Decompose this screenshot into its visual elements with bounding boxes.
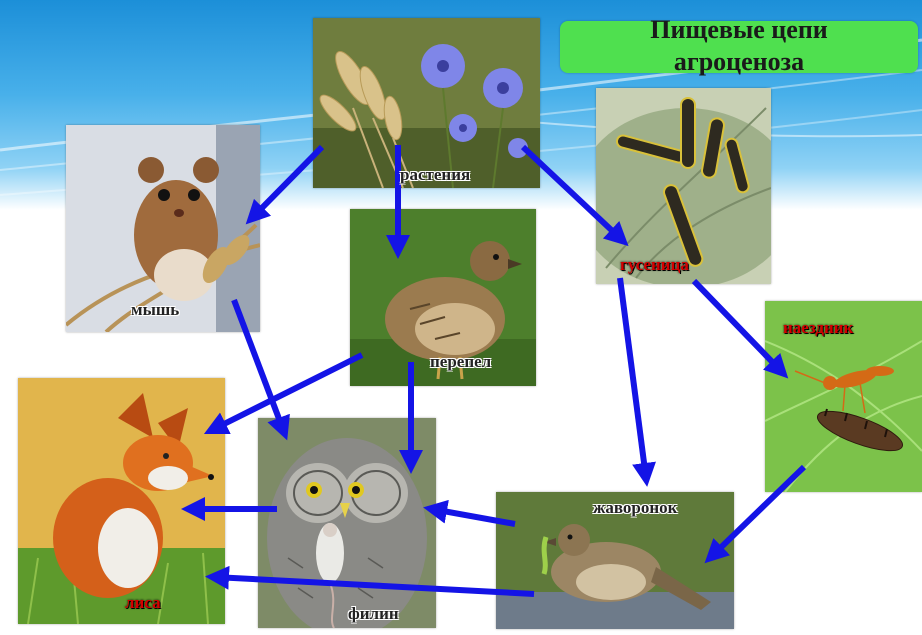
arrow-plants-to-caterpillar (523, 147, 622, 240)
arrow-lark-to-owl (432, 509, 515, 524)
arrow-caterpillar-to-lark (620, 278, 646, 478)
parasitoid-label: наездник (783, 318, 853, 338)
arrow-parasitoid-to-lark (711, 467, 804, 557)
arrow-caterpillar-to-parasitoid (694, 281, 782, 372)
arrow-quail-to-fox (212, 355, 362, 430)
quail-label: перепел (430, 352, 491, 372)
caterpillar-label: гусеница (620, 255, 689, 275)
owl-label: филин (348, 604, 399, 624)
arrow-lark-to-fox (214, 577, 534, 594)
plants-label: растения (400, 165, 470, 185)
fox-label: лиса (125, 593, 161, 613)
arrow-plants-to-mouse (252, 147, 322, 218)
mouse-label: мышь (131, 300, 179, 320)
lark-label: жаворонок (593, 498, 677, 518)
